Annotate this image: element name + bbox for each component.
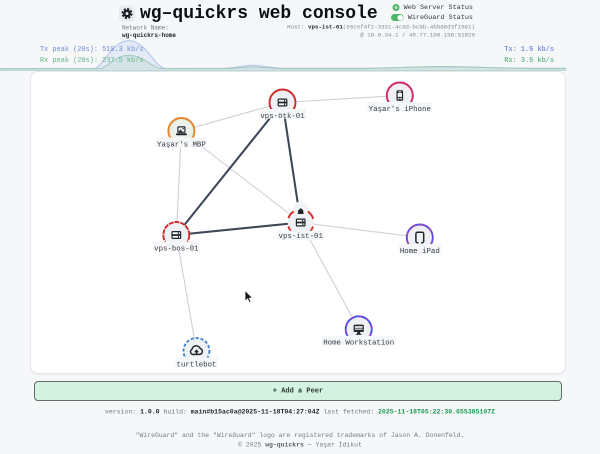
svg-text:vps-ötk-01: vps-ötk-01	[260, 113, 305, 121]
svg-text:turtlebot: turtlebot	[177, 361, 217, 369]
svg-text:vps-bos-01: vps-bos-01	[154, 245, 199, 253]
svg-text:Yaşar's iPhone: Yaşar's iPhone	[369, 106, 431, 114]
svg-text:Home Workstation: Home Workstation	[323, 340, 394, 348]
svg-text:Home iPad: Home iPad	[400, 248, 440, 256]
svg-text:Yaşar's MBP: Yaşar's MBP	[157, 141, 206, 149]
svg-text:vps-ist-01: vps-ist-01	[279, 233, 324, 241]
